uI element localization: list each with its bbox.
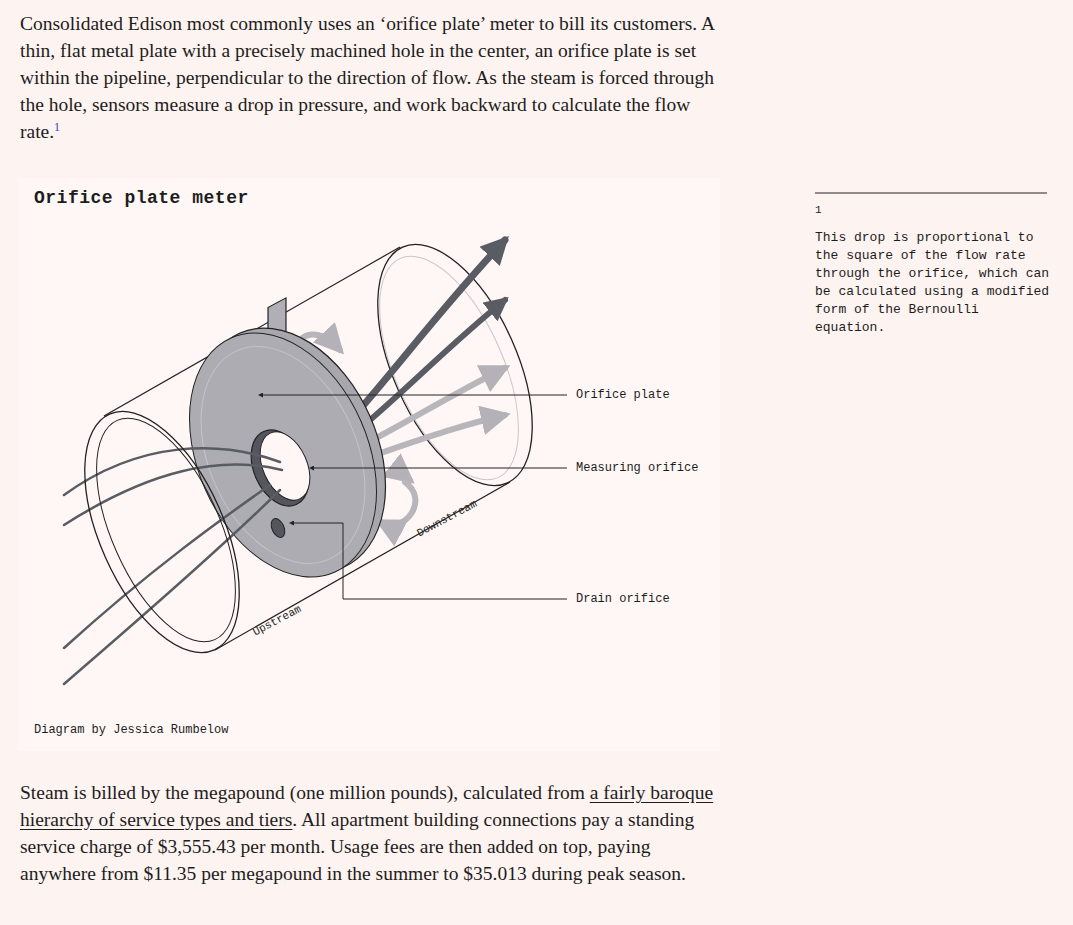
footnote-number: 1 (815, 203, 822, 217)
orifice-plate-shape (153, 298, 421, 607)
body-paragraph: Consolidated Edison most commonly uses a… (20, 10, 720, 145)
flow-lines (64, 448, 282, 684)
callout-label: Orifice plate (574, 387, 672, 403)
body-paragraph: Steam is billed by the megapound (one mi… (20, 779, 720, 887)
callout-label: Measuring orifice (574, 460, 700, 476)
footnote-marker: 1 (54, 120, 60, 134)
footnote-text: This drop is proportional to the square … (815, 229, 1051, 337)
callout-label: Drain orifice (574, 591, 672, 607)
figure-title: Orifice plate meter (34, 188, 249, 208)
figure-caption: Diagram by Jessica Rumbelow (34, 722, 228, 738)
paragraph-text: Steam is billed by the megapound (one mi… (20, 782, 590, 803)
footnote-rule (815, 193, 1047, 194)
pipe-upstream-end (53, 389, 271, 675)
paragraph-text: Consolidated Edison most commonly uses a… (20, 13, 714, 142)
leader-lines (262, 395, 567, 599)
